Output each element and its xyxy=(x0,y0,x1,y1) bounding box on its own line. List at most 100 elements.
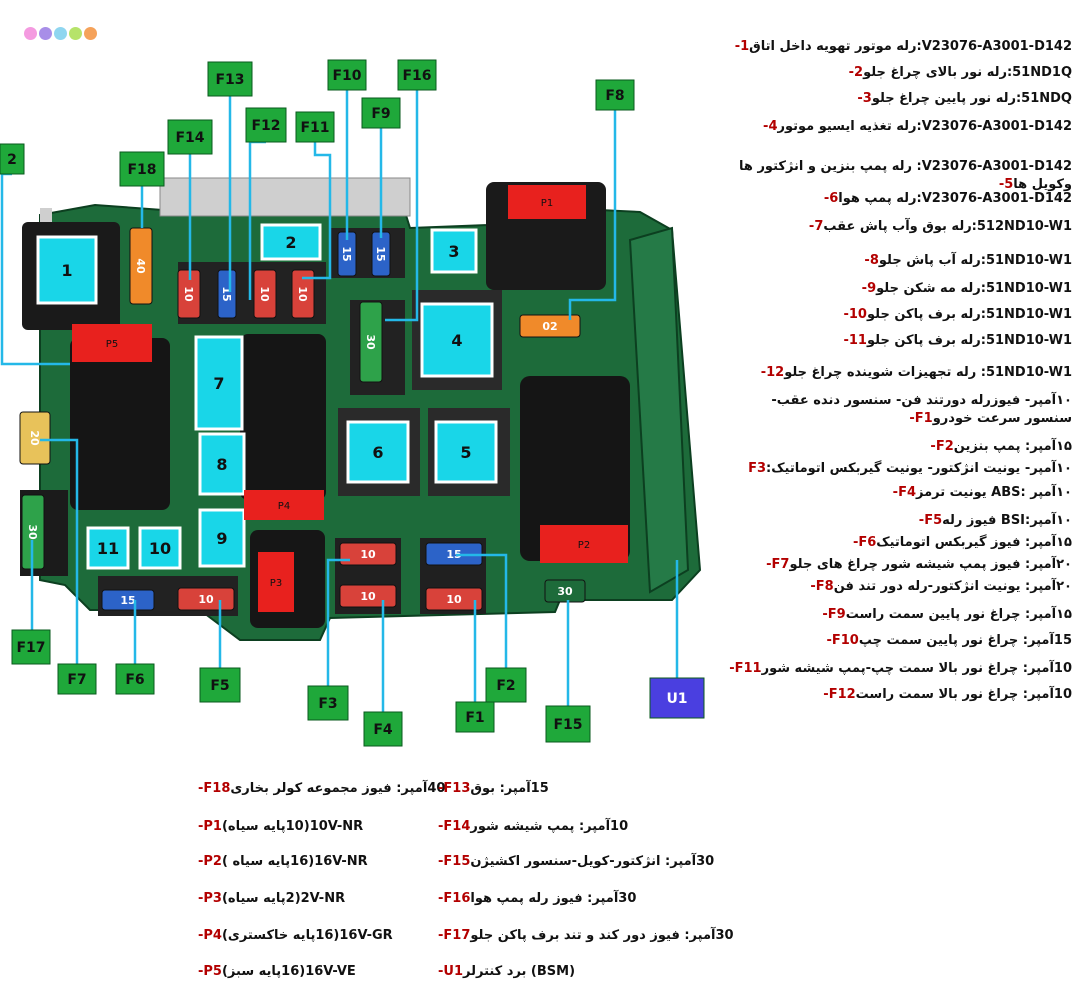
connector-label: P3 xyxy=(270,578,282,589)
leader-line xyxy=(456,553,508,668)
callout-text: F16 xyxy=(402,68,431,84)
legend-description: 16V-GR(16پایه خاکستری) xyxy=(221,928,393,943)
legend-description: ۲۰آمپر: فیوز پمپ شیشه شور چراغ های جلو xyxy=(789,557,1072,572)
legend-description: V23076-A3001-D142:رله پمپ هوا xyxy=(838,191,1072,206)
fuse-f10c: 10 xyxy=(291,269,315,319)
legend-entry: 51ND1Q:رله نور بالای چراغ جلو2- xyxy=(728,64,1072,82)
legend-code: F6- xyxy=(852,535,877,550)
relay-3: 3 xyxy=(430,228,478,274)
fuse-f15c: 15 xyxy=(371,231,391,277)
leader-line xyxy=(385,90,419,322)
bottom-legend-entry: 40آمپر: فیوز مجموعه کولر بخاریF18- xyxy=(198,781,445,796)
fuse-f10b: 10 xyxy=(253,269,277,319)
bottom-legend-entry: 16V-VE(16پایه سبز)P5- xyxy=(198,964,356,979)
legend-description: ۱۰آمپر:BSI فیوز رله xyxy=(942,513,1072,528)
callout-f12: F12 xyxy=(245,107,287,143)
callout-text: F18 xyxy=(127,162,156,178)
callout-text: F17 xyxy=(16,640,45,656)
legend-code: F11- xyxy=(729,661,762,676)
legend-entry: 10آمپر: چراغ نور بالا سمت چپ-پمپ شیشه شو… xyxy=(728,660,1072,678)
legend-code: 11- xyxy=(843,333,867,348)
relay-1: 1 xyxy=(36,235,98,305)
fuse-f15a: 15 xyxy=(217,269,237,319)
legend-entry: V23076-A3001-D142:رله پمپ هوا6- xyxy=(728,190,1072,208)
connector-label: P1 xyxy=(541,198,553,209)
fuse-rating: 10 xyxy=(296,286,309,302)
fuse-f20: 20 xyxy=(19,411,51,465)
bottom-legend-entry: 16V-NR(16پایه سیاه )P2- xyxy=(198,854,368,869)
relay-5: 5 xyxy=(434,420,498,484)
callout-2: 2 xyxy=(0,143,25,175)
legend-description: (BSM) برد کنترلر xyxy=(463,964,576,979)
callout-text: F1 xyxy=(465,710,484,726)
relay-number: 11 xyxy=(97,539,119,558)
legend-entry: 51ND10-W1:رله آب پاش جلو8- xyxy=(728,252,1072,270)
legend-entry: V23076-A3001-D142:رله موتور تهویه داخل ا… xyxy=(728,38,1072,56)
connector-label: P4 xyxy=(278,501,290,512)
relay-4: 4 xyxy=(420,302,494,378)
fuse-rating: 15 xyxy=(374,246,387,261)
legend-code: 2- xyxy=(848,65,864,80)
legend-description: 51ND10-W1:رله آب پاش جلو xyxy=(878,253,1072,268)
legend-entry: 51ND10-W1: رله تجهیزات شوینده چراغ جلو12… xyxy=(728,364,1072,382)
bottom-legend-entry: 30آمپر: انژکتور-کویل-سنسور اکشیژنF15- xyxy=(438,854,714,869)
legend-entry: ۲۰آمپر: یونیت انژکتور-رله دور تند فنF8- xyxy=(728,578,1072,596)
callout-text: F9 xyxy=(371,106,390,122)
legend-description: 51NDQ:رله نور پایین چراغ جلو xyxy=(871,91,1072,106)
fuse-rating: 20 xyxy=(28,430,41,446)
legend-entry: 15آمپر: چراغ نور پایین سمت چپF10- xyxy=(728,632,1072,650)
callout-f7: F7 xyxy=(57,663,97,695)
fuse-f30c: 30 xyxy=(544,579,586,603)
leader-line xyxy=(326,558,350,686)
legend-entry: ۱۵آمپر: چراغ نور پایین سمت راستF9- xyxy=(728,606,1072,624)
legend-code: F15- xyxy=(438,854,471,869)
legend-code: 4- xyxy=(763,119,778,134)
legend-entry: ۱۰آمپر :ABS یونیت ترمزF4- xyxy=(728,484,1072,502)
legend-description: 51ND10-W1:رله برف پاکن جلو xyxy=(866,333,1072,348)
legend-entry: V23076-A3001-D142: رله پمپ بنزین و انژکت… xyxy=(728,158,1072,194)
legend-code: P1- xyxy=(198,819,222,834)
legend-code: F5- xyxy=(918,513,943,528)
legend-code: P5- xyxy=(198,964,222,979)
connector-label: P5 xyxy=(106,339,118,350)
callout-f16: F16 xyxy=(397,59,437,91)
fuse-rating: 15 xyxy=(340,246,353,261)
legend-description: 51ND10-W1: رله تجهیزات شوینده چراغ جلو xyxy=(784,365,1072,380)
legend-description: 512ND10-W1:رله بوق وآب پاش عقب xyxy=(823,219,1072,234)
relay-number: 6 xyxy=(372,443,383,462)
fuse-f15d: 15 xyxy=(101,589,155,611)
legend-code: F3 xyxy=(748,461,767,476)
relay-2: 2 xyxy=(260,223,322,261)
decorative-dot xyxy=(39,27,52,40)
callout-f9: F9 xyxy=(361,97,401,129)
legend-description: 51ND10-W1:رله برف پاکن جلو xyxy=(866,307,1072,322)
legend-entry: ۱۰آمپر- یونیت انژکتور- یونیت گیربکس اتوم… xyxy=(728,460,1072,478)
legend-description: 10آمپر: چراغ نور بالا سمت راست xyxy=(855,687,1072,702)
legend-code: F4- xyxy=(892,485,917,500)
legend-entry: 51ND10-W1:رله برف پاکن جلو11- xyxy=(728,332,1072,350)
legend-code: 8- xyxy=(864,253,879,268)
legend-code: F16- xyxy=(438,891,471,906)
fuse-f10d: 10 xyxy=(177,587,235,611)
decorative-dot xyxy=(69,27,82,40)
fuse-rating: 10 xyxy=(198,593,214,606)
connector-p2: P2 xyxy=(540,525,628,563)
decorative-dot xyxy=(24,27,37,40)
leader-line xyxy=(302,142,332,280)
legend-description: V23076-A3001-D142:رله موتور تهویه داخل ا… xyxy=(749,39,1072,54)
bottom-legend-entry: 10V-NR(10پایه سیاه)P1- xyxy=(198,819,363,834)
fuse-rating: 10 xyxy=(258,286,271,302)
decorative-dots xyxy=(24,27,104,41)
bottom-legend-entry: 30آمپر: فیوز دور کند و تند برف پاکن جلوF… xyxy=(438,928,734,943)
callout-text: F15 xyxy=(553,717,582,733)
legend-code: 9- xyxy=(861,281,877,296)
legend-code: P3- xyxy=(198,891,222,906)
relay-number: 8 xyxy=(216,455,227,474)
callout-f11: F11 xyxy=(295,111,335,143)
legend-code: F12- xyxy=(823,687,856,702)
fuse-rating: 30 xyxy=(364,334,377,350)
fuse-rating: 10 xyxy=(446,593,462,606)
callout-text: F8 xyxy=(605,88,624,104)
fuse-f30b: 30 xyxy=(21,494,45,570)
